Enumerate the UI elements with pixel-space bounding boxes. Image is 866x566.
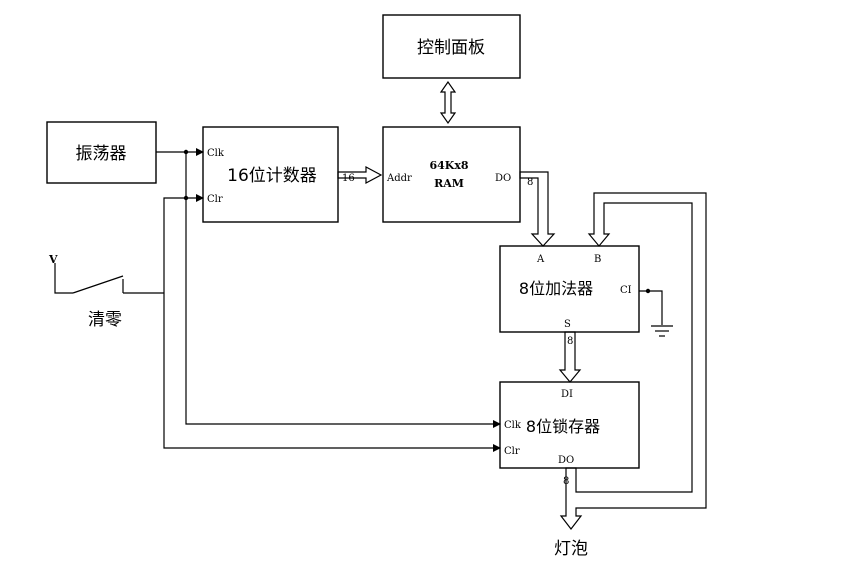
latch-dout-pin: DO (558, 455, 574, 466)
counter-clr-pin: Clr (207, 194, 223, 205)
ram-to-adder-bus: 8 (519, 171, 556, 247)
clear-wire (163, 194, 501, 452)
feedback-bus: 8 灯泡 (554, 192, 707, 559)
latch-label: 8位锁存器 (526, 417, 600, 436)
latch-di-pin: DI (561, 389, 573, 400)
adder-ci-pin: CI (620, 285, 632, 296)
ram-addr-pin: Addr (386, 173, 412, 184)
carry-in-ground (639, 288, 673, 337)
ram-bus-width: 8 (527, 177, 533, 188)
address-bus-width: 16 (342, 173, 355, 184)
ram-block: 64Kx8 RAM Addr DO (382, 126, 521, 223)
adder-bus-width: 8 (567, 336, 573, 347)
ground-icon (651, 325, 673, 337)
address-bus: 16 (337, 166, 383, 184)
adder-to-latch-bus: 8 (558, 331, 582, 383)
ram-dout-pin: DO (495, 173, 511, 184)
latch-clr-pin: Clr (504, 446, 520, 457)
clear-switch: V 清零 (48, 253, 164, 330)
lamp-label: 灯泡 (554, 539, 588, 559)
counter-label: 16位计数器 (227, 166, 317, 186)
ram-size-label: 64Kx8 (429, 159, 468, 172)
oscillator-clock-wire (156, 148, 501, 428)
control-panel-block: 控制面板 (382, 14, 521, 79)
control-ram-bus (439, 80, 457, 125)
control-panel-label: 控制面板 (417, 38, 485, 58)
oscillator-label: 振荡器 (76, 144, 127, 164)
voltage-label: V (48, 253, 58, 266)
adder-s-pin: S (564, 319, 571, 330)
latch-block: 8位锁存器 DI Clk Clr DO (499, 381, 640, 469)
clear-label: 清零 (88, 310, 122, 330)
latch-clk-pin: Clk (504, 420, 522, 431)
latch-bus-width: 8 (563, 476, 569, 487)
adder-block: 8位加法器 A B CI S (499, 245, 640, 333)
counter-block: 16位计数器 Clk Clr (202, 126, 339, 223)
adder-a-pin: A (536, 254, 545, 265)
oscillator-block: 振荡器 (46, 121, 157, 184)
ram-type-label: RAM (434, 177, 464, 190)
adder-b-pin: B (594, 254, 601, 265)
counter-clk-pin: Clk (207, 148, 225, 159)
adder-label: 8位加法器 (519, 279, 593, 298)
